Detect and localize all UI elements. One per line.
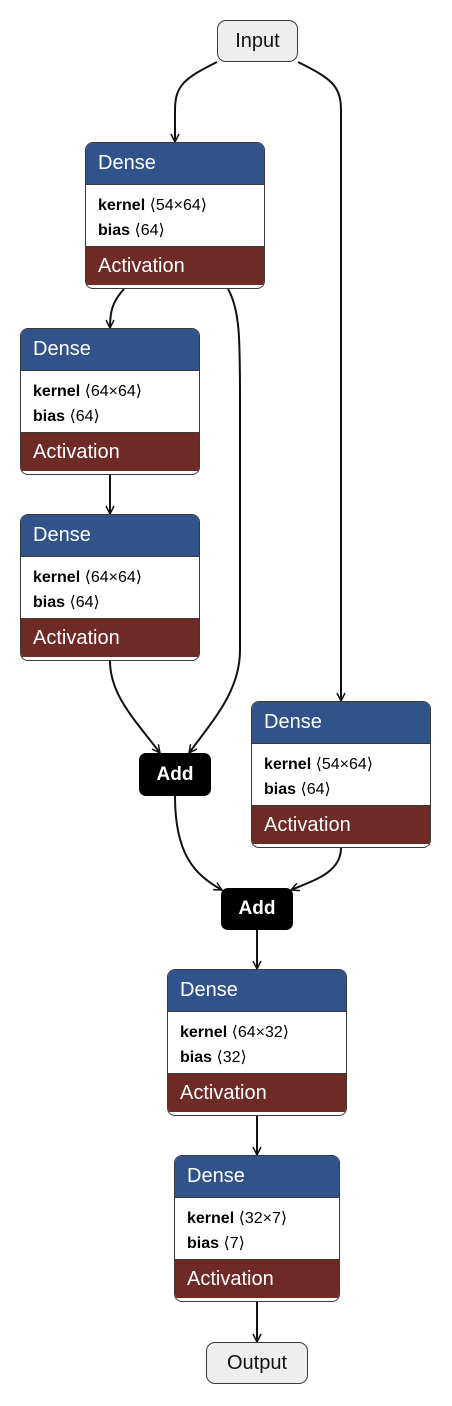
edge-dense1-to-add1 [189, 288, 241, 753]
activation-label: Activation [21, 618, 199, 657]
edge-dense4-to-add2 [291, 847, 342, 890]
dense-layer-6: Dense kernel ⟨32×7⟩ bias ⟨7⟩ Activation [174, 1155, 340, 1302]
kernel-shape: ⟨32×7⟩ [238, 1210, 288, 1227]
input-node: Input [217, 20, 298, 62]
kernel-label: kernel [98, 197, 146, 214]
dense-layer-4: Dense kernel ⟨54×64⟩ bias ⟨64⟩ Activatio… [251, 701, 431, 848]
activation-label: Activation [21, 432, 199, 471]
bias-label: bias [33, 408, 66, 425]
bias-label: bias [33, 594, 66, 611]
dense-layer-3: Dense kernel ⟨64×64⟩ bias ⟨64⟩ Activatio… [20, 514, 200, 661]
layer-type-label: Dense [175, 1156, 339, 1198]
edge-dense3-to-add1 [109, 660, 160, 753]
bias-label: bias [187, 1235, 220, 1252]
layer-type-label: Dense [21, 515, 199, 557]
kernel-label: kernel [264, 756, 312, 773]
bias-shape: ⟨7⟩ [223, 1235, 245, 1252]
edge-add1-to-add2 [174, 795, 222, 891]
layer-type-label: Dense [21, 329, 199, 371]
add-label: Add [156, 763, 194, 785]
bias-label: bias [264, 781, 297, 798]
kernel-shape: ⟨54×64⟩ [149, 197, 208, 214]
dense-layer-1: Dense kernel ⟨54×64⟩ bias ⟨64⟩ Activatio… [85, 142, 265, 289]
layer-params: kernel ⟨32×7⟩ bias ⟨7⟩ [175, 1198, 339, 1259]
bias-label: bias [98, 222, 131, 239]
add-op-1: Add [139, 753, 211, 796]
output-node: Output [206, 1342, 308, 1384]
edge-dense1-to-dense2 [110, 288, 125, 328]
layer-params: kernel ⟨64×64⟩ bias ⟨64⟩ [21, 371, 199, 432]
layer-params: kernel ⟨64×64⟩ bias ⟨64⟩ [21, 557, 199, 618]
activation-label: Activation [168, 1073, 346, 1112]
layer-params: kernel ⟨64×32⟩ bias ⟨32⟩ [168, 1012, 346, 1073]
layer-type-label: Dense [252, 702, 430, 744]
layer-type-label: Dense [86, 143, 264, 185]
bias-shape: ⟨64⟩ [300, 781, 331, 798]
kernel-label: kernel [180, 1024, 228, 1041]
kernel-shape: ⟨64×64⟩ [84, 383, 143, 400]
bias-shape: ⟨64⟩ [69, 594, 100, 611]
bias-label: bias [180, 1049, 213, 1066]
kernel-label: kernel [187, 1210, 235, 1227]
bias-shape: ⟨64⟩ [69, 408, 100, 425]
layer-params: kernel ⟨54×64⟩ bias ⟨64⟩ [86, 185, 264, 246]
kernel-shape: ⟨54×64⟩ [315, 756, 374, 773]
activation-label: Activation [175, 1259, 339, 1298]
layer-type-label: Dense [168, 970, 346, 1012]
bias-shape: ⟨64⟩ [134, 222, 165, 239]
kernel-label: kernel [33, 569, 81, 586]
layer-params: kernel ⟨54×64⟩ bias ⟨64⟩ [252, 744, 430, 805]
dense-layer-2: Dense kernel ⟨64×64⟩ bias ⟨64⟩ Activatio… [20, 328, 200, 475]
bias-shape: ⟨32⟩ [216, 1049, 247, 1066]
edge-input-to-dense1 [175, 61, 218, 142]
dense-layer-5: Dense kernel ⟨64×32⟩ bias ⟨32⟩ Activatio… [167, 969, 347, 1116]
kernel-shape: ⟨64×32⟩ [231, 1024, 290, 1041]
input-label: Input [235, 29, 280, 52]
activation-label: Activation [86, 246, 264, 285]
kernel-label: kernel [33, 383, 81, 400]
add-label: Add [238, 898, 276, 919]
output-label: Output [226, 1351, 288, 1374]
kernel-shape: ⟨64×64⟩ [84, 569, 143, 586]
edge-input-to-dense4 [297, 61, 341, 701]
add-op-2: Add [221, 888, 293, 930]
activation-label: Activation [252, 805, 430, 844]
